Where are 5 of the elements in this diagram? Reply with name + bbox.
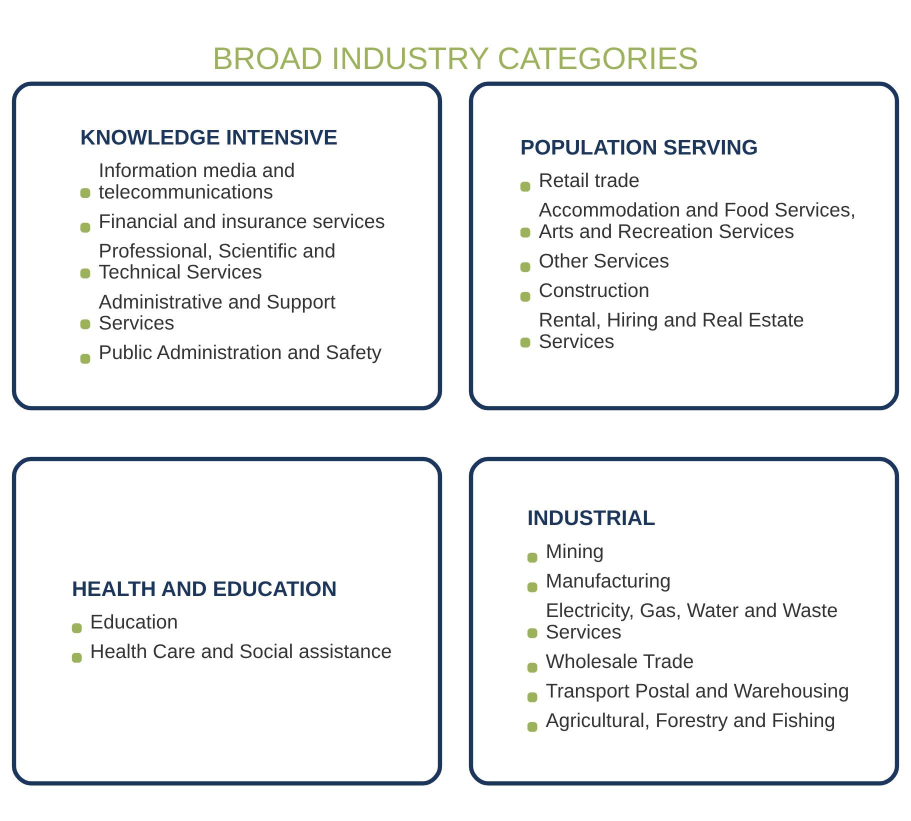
node-box: KNOWLEDGE INTENSIVE Information media and telecommunications Financial and insurance services Professional, Scientific and Technical Services Administrative and Support Services Public Administration and Safety bbox=[12, 81, 442, 410]
node-box: HEALTH AND EDUCATION Education Health Care and Social assistance bbox=[12, 456, 442, 785]
node-box: INDUSTRIAL Mining Manufacturing Electricity, Gas, Water and Waste Services Wholesale Trade Transport Postal and Warehousing Agricultural, Forestry and Fishing bbox=[468, 456, 900, 785]
diagram-title: BROAD INDUSTRY CATEGORIES bbox=[212, 40, 698, 76]
node-box: POPULATION SERVING Retail trade Accommodation and Food Services, Arts and Recreation Services Other Services Construction Rental, Hiring and Real Estate Services bbox=[468, 81, 900, 410]
